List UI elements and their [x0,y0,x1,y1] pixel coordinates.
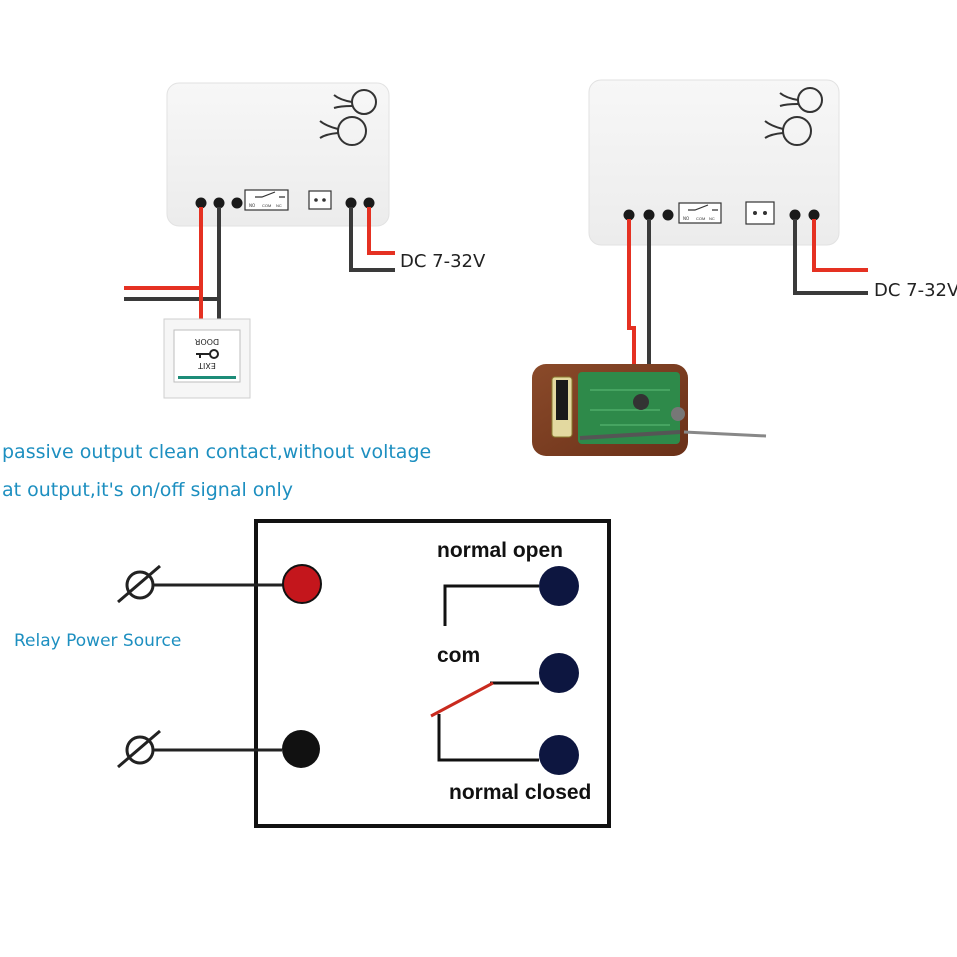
source-terminal-top [117,564,284,604]
right-power-label: DC 7-32V [874,280,957,301]
normal-closed-label: normal closed [449,781,592,804]
exit-label-line1: EXIT [198,361,216,370]
relay-contacts [437,584,539,762]
negative-terminal [282,730,320,768]
left-module-power-terminals [345,197,375,209]
key-icon [196,349,219,359]
relay-box [254,519,611,828]
right-terminal-com-label: COM [696,216,705,221]
remote-control-pcb [532,364,767,456]
left-power-label: DC 7-32V [400,251,486,272]
relay-schematic [117,519,611,828]
left-module-switch-icon: NO COM NC [244,189,289,211]
right-module-output-terminals [623,209,674,221]
left-module-button-icons [319,89,377,146]
left-relay-module: NO COM NC [124,82,395,399]
right-module-button-icons [764,87,823,146]
left-module-output-terminals [195,197,243,209]
left-module-wires [124,207,395,335]
caption-line-2: at output,it's on/off signal only [2,479,293,501]
exit-button-label: EXIT DOOR [182,336,232,370]
right-module-jumper [745,201,775,225]
com-label: com [437,644,481,667]
exit-label-line2: DOOR [194,337,220,346]
left-terminal-no-label: NO [249,203,255,208]
right-module-wires [627,219,868,378]
right-relay-module: NO COM NC [532,79,868,456]
left-terminal-nc-label: NC [276,203,282,208]
left-terminal-com-label: COM [262,203,271,208]
normal-open-terminal [539,566,579,606]
caption-line-1: passive output clean contact,without vol… [2,441,432,463]
exit-button [163,318,251,399]
right-module-power-terminals [789,209,820,221]
com-terminal [539,653,579,693]
left-module-jumper [308,190,332,210]
right-module-switch-icon: NO COM NC [678,202,722,224]
relay-power-source-label: Relay Power Source [14,631,182,651]
normal-open-label: normal open [437,539,564,562]
relay-blade [430,681,494,718]
normal-closed-terminal [539,735,579,775]
right-terminal-nc-label: NC [709,216,715,221]
source-terminal-bottom [117,729,282,769]
right-terminal-no-label: NO [683,216,689,221]
positive-terminal [282,564,322,604]
